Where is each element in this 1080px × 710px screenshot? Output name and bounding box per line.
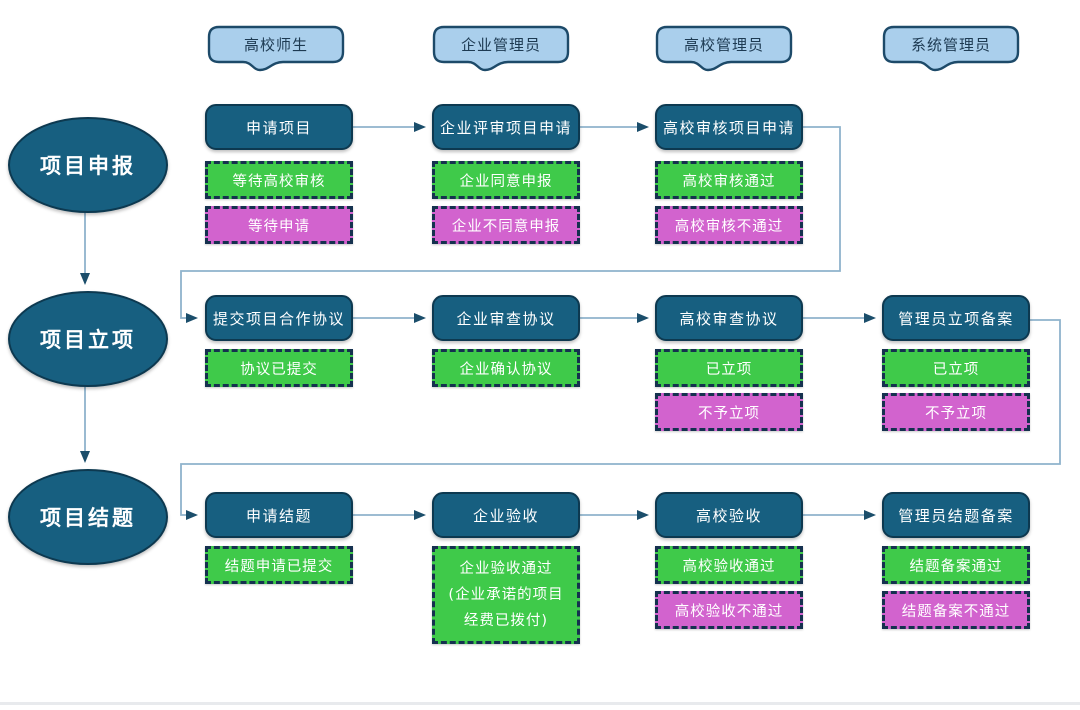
- status-box-pink: 不予立项: [882, 393, 1030, 431]
- status-label: 结题备案通过: [909, 558, 1003, 575]
- process-box: 企业验收: [432, 492, 580, 538]
- lane-tag-shape: [432, 25, 570, 72]
- process-label: 申请结题: [245, 506, 312, 525]
- status-label-line: 企业验收通过: [459, 561, 553, 577]
- lane-header-label: 高校管理员: [683, 35, 764, 54]
- status-label-line: 经费已拨付): [463, 613, 549, 629]
- status-label: 等待高校审核: [232, 173, 326, 190]
- status-box-pink: 高校审核不通过: [655, 206, 803, 244]
- status-box-green: 高校验收通过: [655, 546, 803, 584]
- process-box: 高校审核项目申请: [655, 104, 803, 150]
- status-box-green: 协议已提交: [205, 349, 353, 387]
- lane-header-university-staff: 高校师生: [207, 25, 345, 75]
- lane-header-system-admin: 系统管理员: [882, 25, 1020, 75]
- status-label: 高校审核通过: [682, 173, 776, 190]
- process-label: 管理员立项备案: [898, 309, 1014, 328]
- process-label: 企业验收: [472, 506, 539, 525]
- process-box: 提交项目合作协议: [205, 295, 353, 341]
- status-box-pink: 不予立项: [655, 393, 803, 431]
- status-label: 高校验收不通过: [674, 603, 784, 620]
- status-box-green: 结题备案通过: [882, 546, 1030, 584]
- connector-r1-to-r2: [180, 126, 841, 323]
- process-box: 企业审查协议: [432, 295, 580, 341]
- status-label: 企业确认协议: [459, 361, 553, 378]
- status-box-green: 已立项: [882, 349, 1030, 387]
- lane-header-label: 系统管理员: [910, 35, 991, 54]
- lane-tag-shape: [882, 25, 1020, 72]
- lane-tag-shape: [207, 25, 345, 72]
- status-label: 已立项: [705, 361, 753, 378]
- status-label-line: (企业承诺的项目: [448, 587, 564, 603]
- process-label: 企业评审项目申请: [439, 118, 572, 137]
- process-box: 管理员立项备案: [882, 295, 1030, 341]
- process-box: 高校验收: [655, 492, 803, 538]
- status-box-pink: 高校验收不通过: [655, 591, 803, 629]
- status-label: 企业同意申报: [459, 173, 553, 190]
- status-label: 高校审核不通过: [674, 218, 784, 235]
- status-label: 等待申请: [248, 218, 310, 235]
- status-box-pink: 企业不同意申报: [432, 206, 580, 244]
- process-label: 企业审查协议: [456, 309, 556, 328]
- status-label: 已立项: [932, 361, 980, 378]
- status-label: 结题申请已提交: [224, 558, 334, 575]
- phase-label: 项目申报: [40, 154, 136, 178]
- phase-ellipse-declaration: 项目申报: [8, 117, 168, 213]
- status-box-pink: 等待申请: [205, 206, 353, 244]
- status-box-green: 高校审核通过: [655, 161, 803, 199]
- status-box-green: 企业确认协议: [432, 349, 580, 387]
- lane-header-label: 企业管理员: [460, 35, 541, 54]
- phase-ellipse-approval: 项目立项: [8, 291, 168, 387]
- status-box-green: 已立项: [655, 349, 803, 387]
- lane-tag-shape: [655, 25, 793, 72]
- process-box: 企业评审项目申请: [432, 104, 580, 150]
- status-label: 高校验收通过: [682, 558, 776, 575]
- status-box-green-multiline: 企业验收通过 (企业承诺的项目 经费已拨付): [432, 546, 580, 644]
- lane-header-label: 高校师生: [243, 35, 308, 54]
- process-label: 申请项目: [245, 118, 312, 137]
- lane-header-enterprise-admin: 企业管理员: [432, 25, 570, 75]
- process-box: 管理员结题备案: [882, 492, 1030, 538]
- status-label: 企业不同意申报: [451, 218, 561, 235]
- connector-r2-to-r3: [180, 319, 1061, 520]
- bottom-divider: [0, 702, 1080, 705]
- process-box: 申请项目: [205, 104, 353, 150]
- process-label: 高校审核项目申请: [662, 118, 795, 137]
- status-box-pink: 结题备案不通过: [882, 591, 1030, 629]
- status-label: 不予立项: [698, 405, 760, 422]
- status-box-green: 企业同意申报: [432, 161, 580, 199]
- phase-label: 项目立项: [40, 328, 136, 352]
- process-box: 申请结题: [205, 492, 353, 538]
- process-label: 高校审查协议: [679, 309, 779, 328]
- process-label: 高校验收: [695, 506, 762, 525]
- process-label: 管理员结题备案: [898, 506, 1014, 525]
- lane-header-university-admin: 高校管理员: [655, 25, 793, 75]
- process-label: 提交项目合作协议: [212, 309, 345, 328]
- status-label: 结题备案不通过: [901, 603, 1011, 620]
- status-label: 不予立项: [925, 405, 987, 422]
- status-box-green: 等待高校审核: [205, 161, 353, 199]
- phase-label: 项目结题: [40, 506, 136, 530]
- phase-ellipse-conclusion: 项目结题: [8, 469, 168, 565]
- process-box: 高校审查协议: [655, 295, 803, 341]
- status-label: 协议已提交: [240, 361, 318, 378]
- status-box-green: 结题申请已提交: [205, 546, 353, 584]
